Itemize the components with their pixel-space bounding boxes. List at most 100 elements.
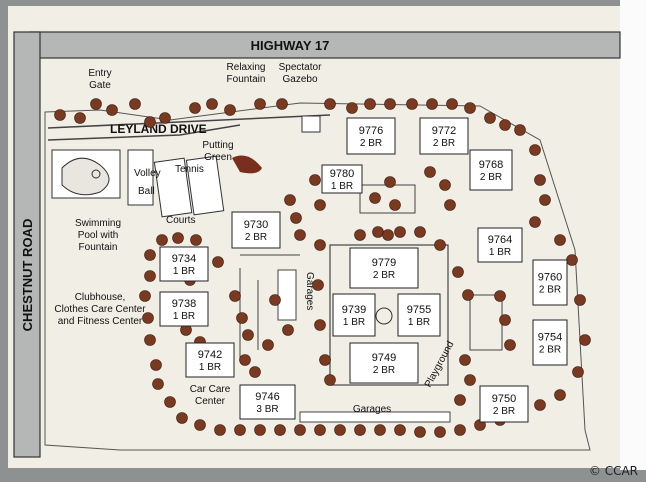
tree-103 [249, 366, 261, 378]
tree-92 [444, 199, 456, 211]
tree-83 [504, 339, 516, 351]
tree-15 [364, 98, 376, 110]
tree-64 [284, 194, 296, 206]
car-care-label: Car Care Center [190, 384, 231, 407]
tree-42 [374, 424, 386, 436]
highway-17-label: HIGHWAY 17 [251, 38, 330, 53]
building-9779-bedrooms: 2 BR [373, 270, 395, 281]
tree-67 [309, 174, 321, 186]
building-9738-footprint [159, 291, 209, 327]
building-9772-number: 9772 [432, 125, 456, 137]
tree-69 [314, 239, 326, 251]
tree-75 [372, 226, 384, 238]
garages-mid-row [277, 269, 297, 321]
tree-30 [574, 294, 586, 306]
tree-59 [144, 270, 156, 282]
tree-87 [424, 166, 436, 178]
tree-49 [234, 424, 246, 436]
svg-text:Pool with: Pool with [78, 230, 119, 241]
building-9754-footprint [532, 319, 568, 366]
relaxing-fountain-shape [232, 155, 262, 174]
building-9749-number: 9749 [372, 352, 396, 364]
tree-97 [236, 312, 248, 324]
building-9730-bedrooms: 2 BR [245, 232, 267, 243]
tree-43 [354, 424, 366, 436]
building-9776-number: 9776 [359, 125, 383, 137]
tree-91 [439, 179, 451, 191]
building-9768-number: 9768 [479, 159, 503, 171]
tree-78 [434, 239, 446, 251]
gazebo-shape [301, 115, 321, 133]
tree-53 [164, 396, 176, 408]
tennis-label: Tennis [175, 164, 204, 175]
building-9750-footprint [479, 385, 529, 423]
building-9746-number: 9746 [255, 391, 279, 403]
tree-66 [294, 229, 306, 241]
building-9779-number: 9779 [372, 257, 396, 269]
svg-text:Spectator: Spectator [279, 62, 322, 73]
tree-77 [414, 226, 426, 238]
property-boundary [44, 102, 591, 451]
tree-100 [269, 294, 281, 306]
spectator-gazebo-label: Spectator Gazebo [279, 62, 322, 85]
tree-86 [454, 394, 466, 406]
tree-74 [354, 229, 366, 241]
tree-93 [382, 229, 394, 241]
leyland-drive-label: LEYLAND DRIVE [110, 122, 207, 136]
tree-101 [282, 324, 294, 336]
building-9730-number: 9730 [244, 219, 268, 231]
ball-label: Ball [138, 186, 155, 197]
tree-31 [579, 334, 591, 346]
building-9734-bedrooms: 1 BR [173, 266, 195, 277]
tree-7 [159, 112, 171, 124]
tennis-court-2 [185, 155, 225, 216]
building-9742-number: 9742 [198, 349, 222, 361]
tree-8 [189, 102, 201, 114]
tree-70 [312, 279, 324, 291]
tree-6 [144, 116, 156, 128]
tree-47 [274, 424, 286, 436]
svg-text:Fountain: Fountain [79, 242, 118, 253]
tree-4 [106, 104, 118, 116]
swimming-pool-label: Swimming Pool with Fountain [75, 218, 121, 253]
building-9754-number: 9754 [538, 332, 562, 344]
tree-51 [194, 419, 206, 431]
tree-79 [452, 266, 464, 278]
svg-text:Gazebo: Gazebo [282, 74, 317, 85]
tree-27 [529, 216, 541, 228]
tree-23 [514, 124, 526, 136]
building-9734-footprint [159, 246, 209, 282]
tree-20 [464, 102, 476, 114]
svg-text:Relaxing: Relaxing [227, 62, 266, 73]
tree-41 [394, 424, 406, 436]
trees [54, 98, 591, 438]
tree-21 [484, 112, 496, 124]
building-9739-number: 9739 [342, 304, 366, 316]
svg-text:Green: Green [204, 152, 232, 163]
building-9730-footprint [231, 211, 281, 249]
tree-11 [254, 98, 266, 110]
tree-65 [290, 212, 302, 224]
tree-60 [144, 249, 156, 261]
building-9755-bedrooms: 1 BR [408, 317, 430, 328]
tree-62 [172, 232, 184, 244]
tree-80 [462, 289, 474, 301]
tree-38 [454, 424, 466, 436]
tree-50 [214, 424, 226, 436]
tree-73 [324, 374, 336, 386]
tree-71 [314, 319, 326, 331]
building-9746-bedrooms: 3 BR [256, 404, 278, 415]
highway-17-road [29, 31, 621, 59]
tree-52 [176, 412, 188, 424]
garages-lower-label: Garages [353, 404, 391, 415]
